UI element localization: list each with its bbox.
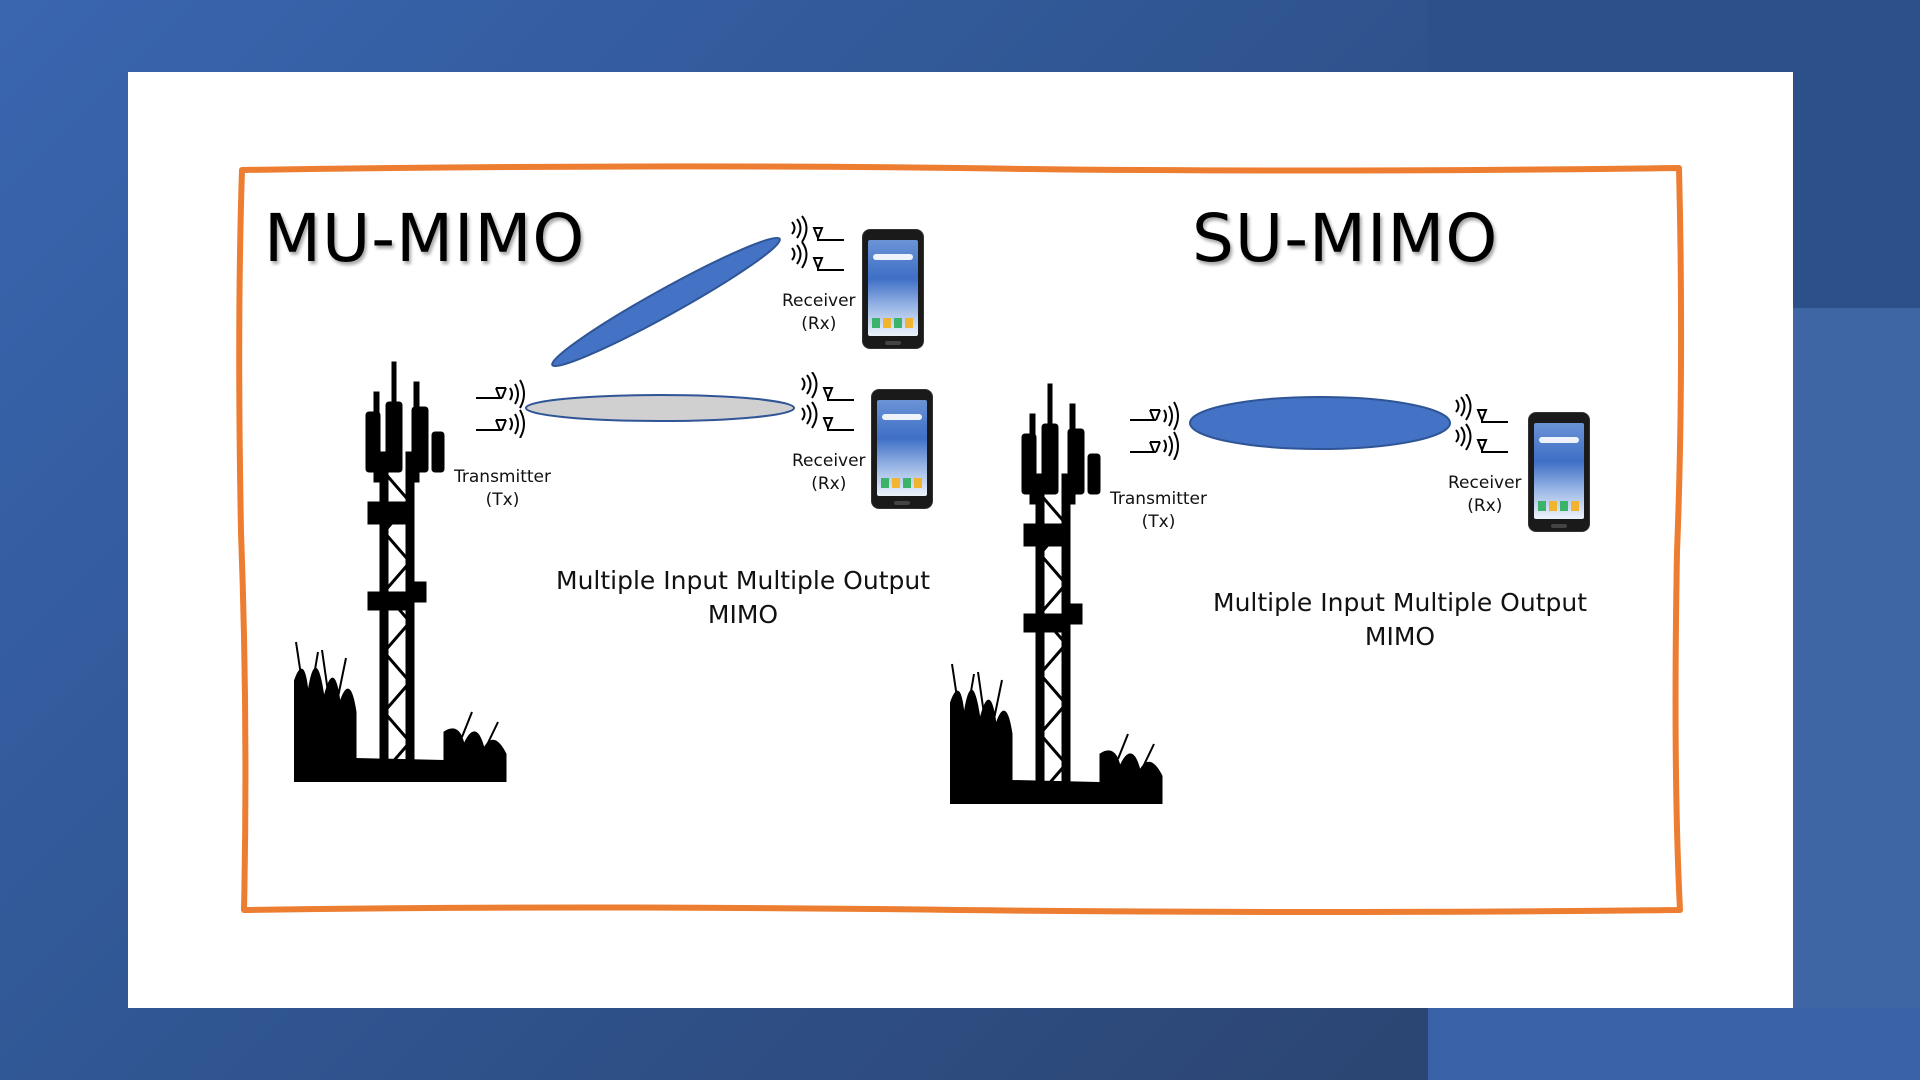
receiver-phone-icon bbox=[1529, 413, 1589, 531]
cell-tower-icon bbox=[950, 383, 1163, 804]
transmitter-antenna-icon bbox=[1130, 401, 1179, 460]
caption-line: Multiple Input Multiple Output bbox=[1213, 588, 1588, 617]
cell-tower-icon bbox=[294, 361, 507, 782]
caption-line: MIMO bbox=[707, 600, 779, 629]
receiver-label: Receiver (Rx) bbox=[782, 290, 856, 336]
slide: MU-MIMO bbox=[128, 72, 1793, 1008]
receiver-label-line: Receiver bbox=[1448, 473, 1522, 493]
receiver-label-line: (Rx) bbox=[1467, 496, 1503, 516]
beams-su bbox=[1189, 396, 1451, 450]
receiver-label-line: Receiver bbox=[782, 291, 856, 311]
transmitter-label-line: (Tx) bbox=[1141, 512, 1176, 532]
receiver-antenna-icon bbox=[791, 215, 844, 271]
beam-to-receiver-2 bbox=[525, 394, 795, 422]
receiver-label-line: Receiver bbox=[792, 451, 866, 471]
mu-mimo-title: MU-MIMO bbox=[264, 200, 586, 277]
mimo-caption: Multiple Input Multiple Output MIMO bbox=[556, 564, 930, 632]
background-panel bbox=[1428, 1008, 1920, 1080]
caption-line: MIMO bbox=[1364, 622, 1436, 651]
beam-to-receiver bbox=[1189, 396, 1451, 450]
receiver-label: Receiver (Rx) bbox=[1448, 472, 1522, 518]
receiver-label-line: (Rx) bbox=[811, 474, 847, 494]
transmitter-label-line: (Tx) bbox=[485, 490, 520, 510]
receiver-phone-icon bbox=[863, 230, 923, 348]
transmitter-label: Transmitter (Tx) bbox=[454, 466, 551, 512]
transmitter-label-line: Transmitter bbox=[454, 467, 551, 487]
mimo-caption: Multiple Input Multiple Output MIMO bbox=[1213, 586, 1587, 654]
orange-frame bbox=[236, 163, 1685, 915]
beams-mu bbox=[525, 236, 795, 422]
receiver-label: Receiver (Rx) bbox=[792, 450, 866, 496]
caption-line: Multiple Input Multiple Output bbox=[556, 566, 931, 595]
beam-to-receiver-1 bbox=[551, 236, 781, 368]
transmitter-antenna-icon bbox=[476, 379, 525, 438]
receiver-antenna-icon bbox=[801, 372, 854, 431]
su-mimo-title: SU-MIMO bbox=[1192, 200, 1499, 277]
receiver-phone-icon bbox=[872, 390, 932, 508]
receiver-antenna-icon bbox=[1455, 394, 1508, 453]
receiver-label-line: (Rx) bbox=[801, 314, 837, 334]
transmitter-label: Transmitter (Tx) bbox=[1110, 488, 1207, 534]
transmitter-label-line: Transmitter bbox=[1110, 489, 1207, 509]
